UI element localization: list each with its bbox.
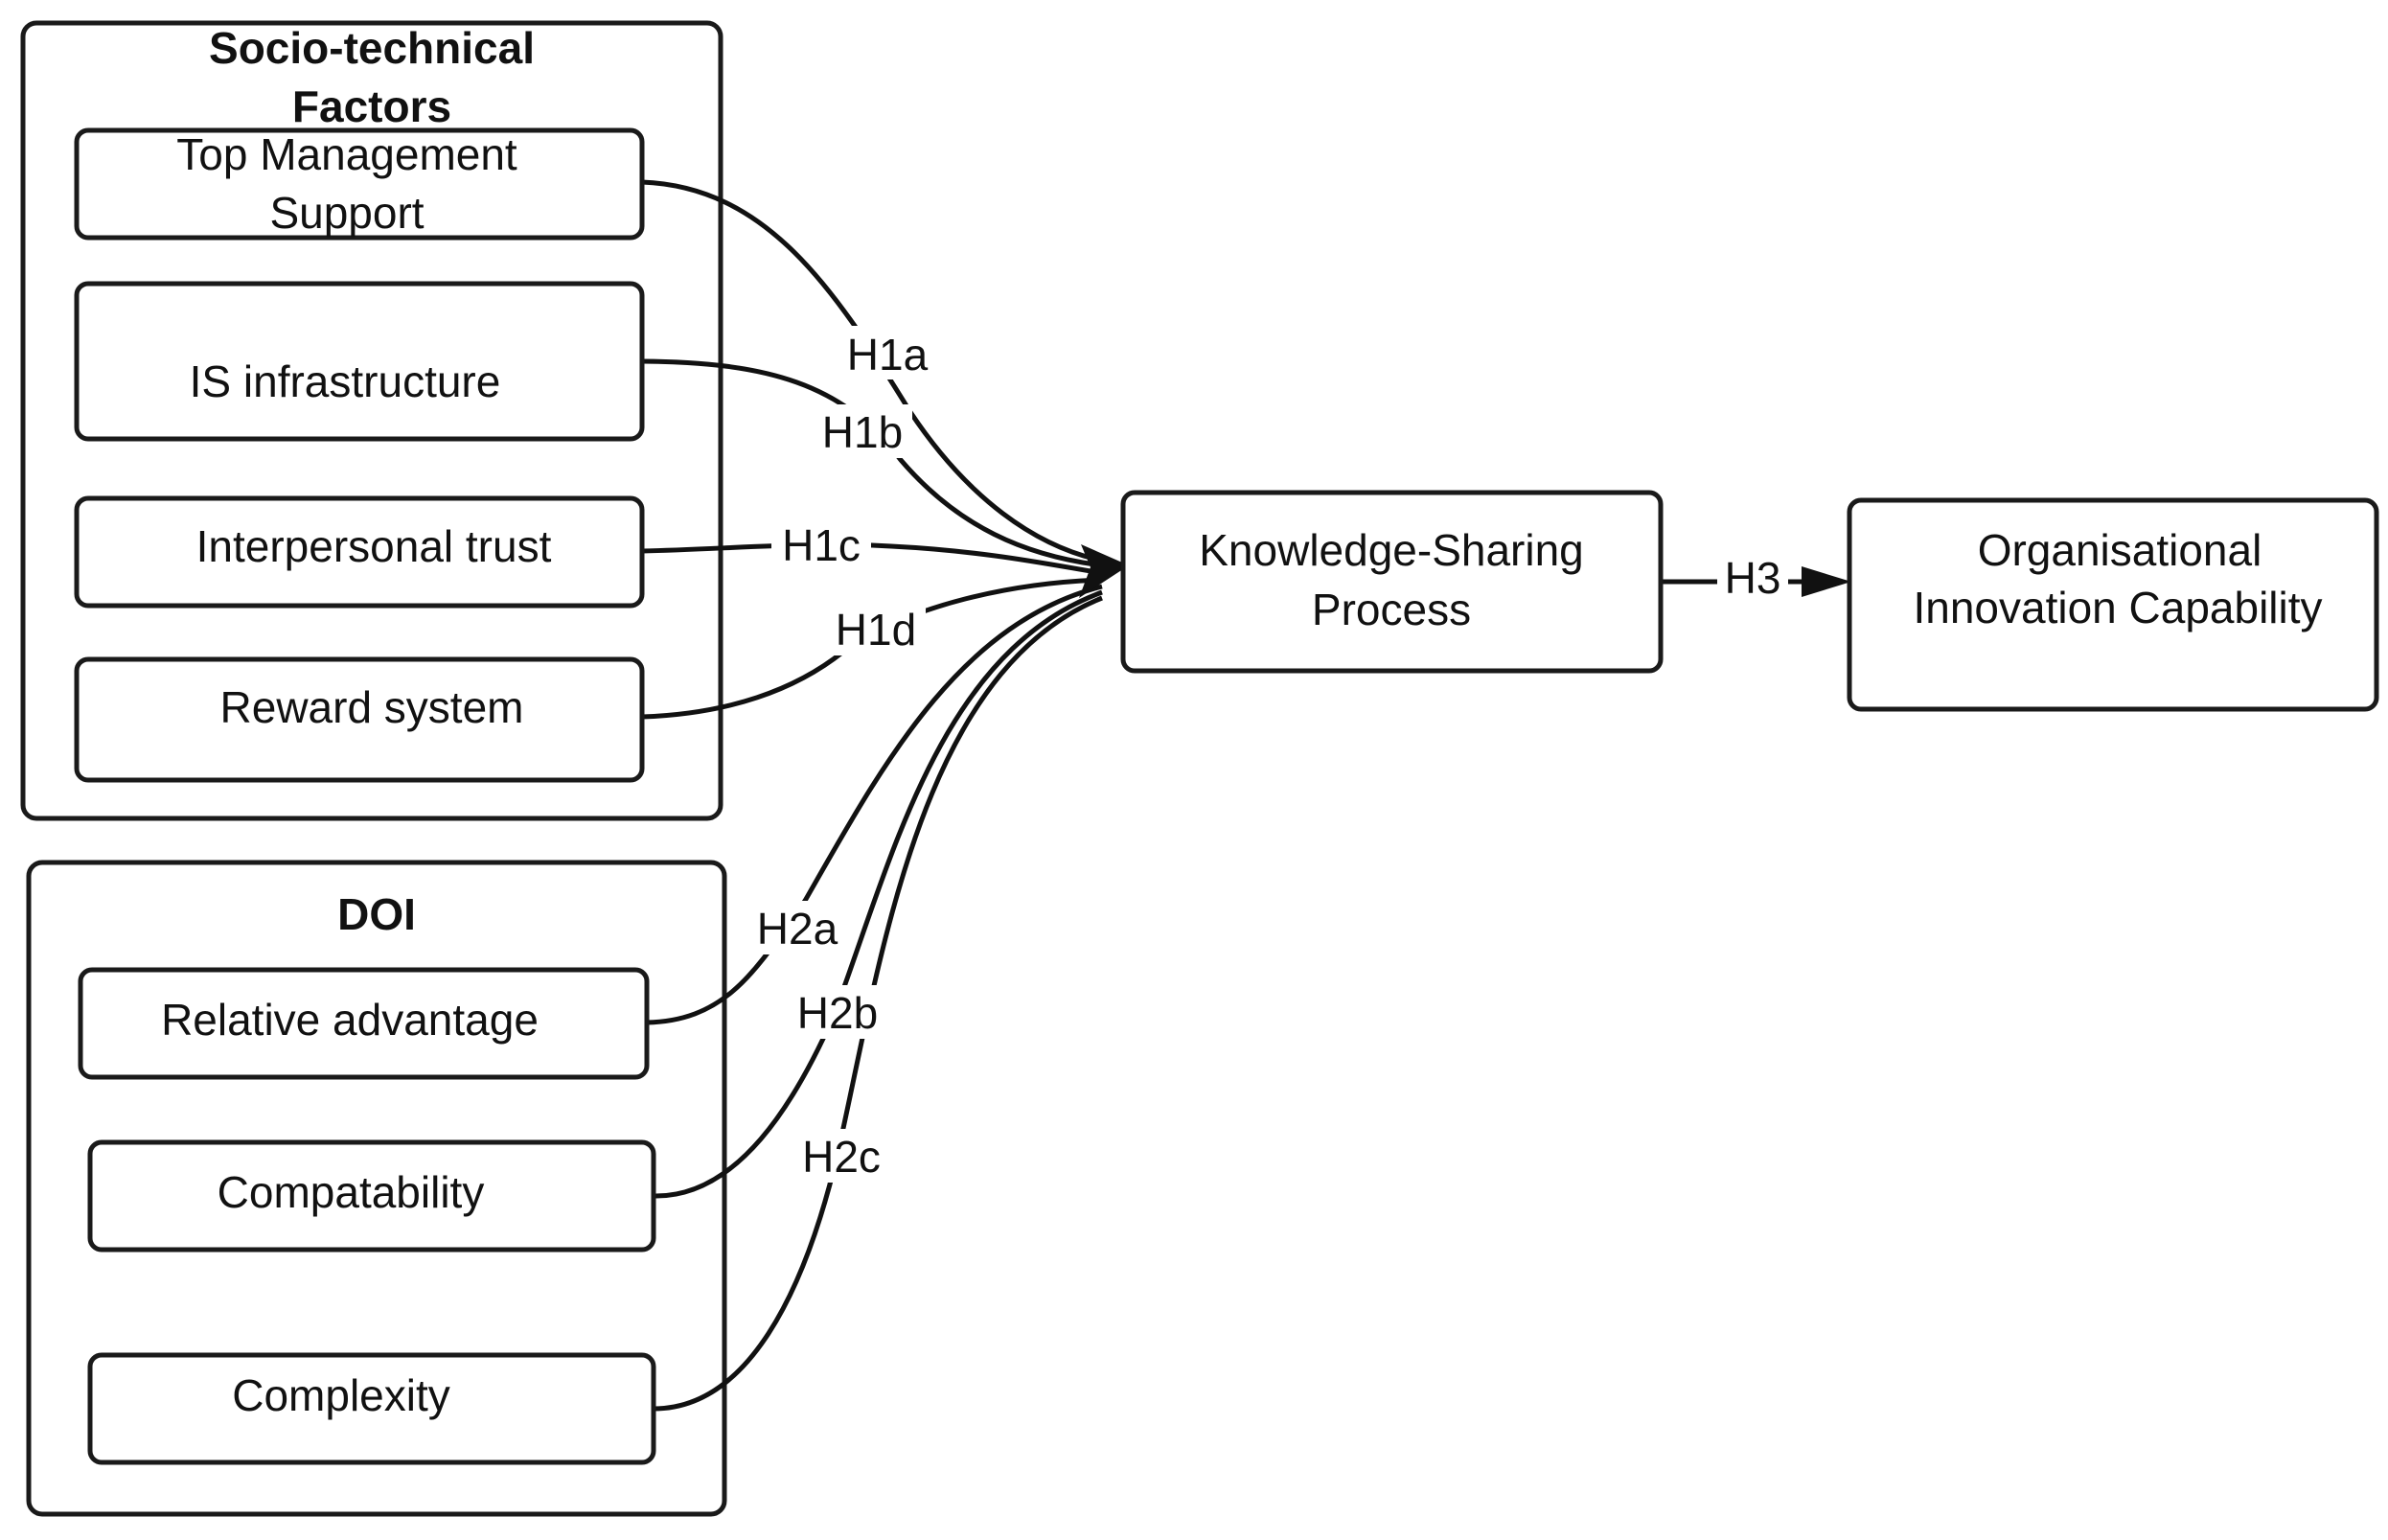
connector-h1c	[641, 541, 1103, 576]
organisational-innovation-capability-box	[1847, 497, 2379, 712]
complexity-box	[87, 1352, 656, 1465]
compatability-box	[87, 1139, 656, 1253]
is-infrastructure-label: IS infrastructure	[190, 356, 501, 406]
top-management-support-label-line2: Support	[269, 188, 424, 238]
top-management-support-box	[74, 127, 645, 241]
relative-advantage-box	[78, 967, 650, 1080]
node-complexity: Complexity	[87, 1352, 656, 1465]
edge-label-h1d: H1d	[836, 605, 916, 655]
compatability-label: Compatability	[218, 1167, 485, 1217]
node-reward-system: Reward system	[74, 656, 645, 783]
edge-label-h1b: H1b	[822, 407, 903, 457]
edge-label-h3: H3	[1725, 553, 1781, 603]
socio-technical-group-title-line2: Factors	[292, 81, 451, 131]
relative-advantage-label: Relative advantage	[161, 995, 539, 1045]
connector-h2b	[653, 589, 1103, 1199]
node-is-infrastructure: IS infrastructure	[74, 281, 645, 442]
node-compatability: Compatability	[87, 1139, 656, 1253]
complexity-label: Complexity	[232, 1370, 450, 1420]
arrow-head-into-innovation-capability	[1802, 566, 1851, 597]
connector-h2a	[646, 584, 1103, 1025]
doi-group-title: DOI	[337, 889, 416, 939]
organisational-innovation-capability-label-line2: Innovation Capability	[1913, 583, 2322, 632]
edge-label-h2c: H2c	[802, 1132, 881, 1182]
knowledge-sharing-process-box	[1120, 490, 1664, 674]
connector-h1a	[641, 179, 1103, 563]
interpersonal-trust-label: Interpersonal trust	[196, 521, 552, 571]
is-infrastructure-box	[74, 281, 645, 442]
edge-labels: H1a H1b H1c H1d H2a H2b H2c H3	[747, 326, 1788, 1183]
socio-technical-group-title-line1: Socio-technical	[209, 23, 535, 73]
edge-label-h2a: H2a	[757, 904, 838, 954]
connector-h1b	[641, 358, 1103, 568]
node-interpersonal-trust: Interpersonal trust	[74, 495, 645, 609]
node-relative-advantage: Relative advantage	[78, 967, 650, 1080]
connectors	[641, 179, 1851, 1412]
edge-label-h1a: H1a	[847, 330, 929, 379]
reward-system-label: Reward system	[220, 682, 524, 732]
arrow-head-into-knowledge-sharing	[1079, 544, 1129, 598]
reward-system-box	[74, 656, 645, 783]
organisational-innovation-capability-label-line1: Organisational	[1978, 525, 2262, 575]
knowledge-sharing-process-label-line1: Knowledge-Sharing	[1199, 525, 1584, 575]
node-top-management-support: Top Management Support	[74, 127, 645, 241]
top-management-support-label-line1: Top Management	[176, 129, 517, 179]
connector-h2c	[653, 595, 1103, 1412]
interpersonal-trust-box	[74, 495, 645, 609]
node-organisational-innovation-capability: Organisational Innovation Capability	[1847, 497, 2379, 712]
edge-label-h2b: H2b	[797, 988, 878, 1038]
knowledge-sharing-process-label-line2: Process	[1312, 585, 1471, 634]
node-knowledge-sharing-process: Knowledge-Sharing Process	[1120, 490, 1664, 674]
edge-label-h1c: H1c	[782, 520, 861, 570]
